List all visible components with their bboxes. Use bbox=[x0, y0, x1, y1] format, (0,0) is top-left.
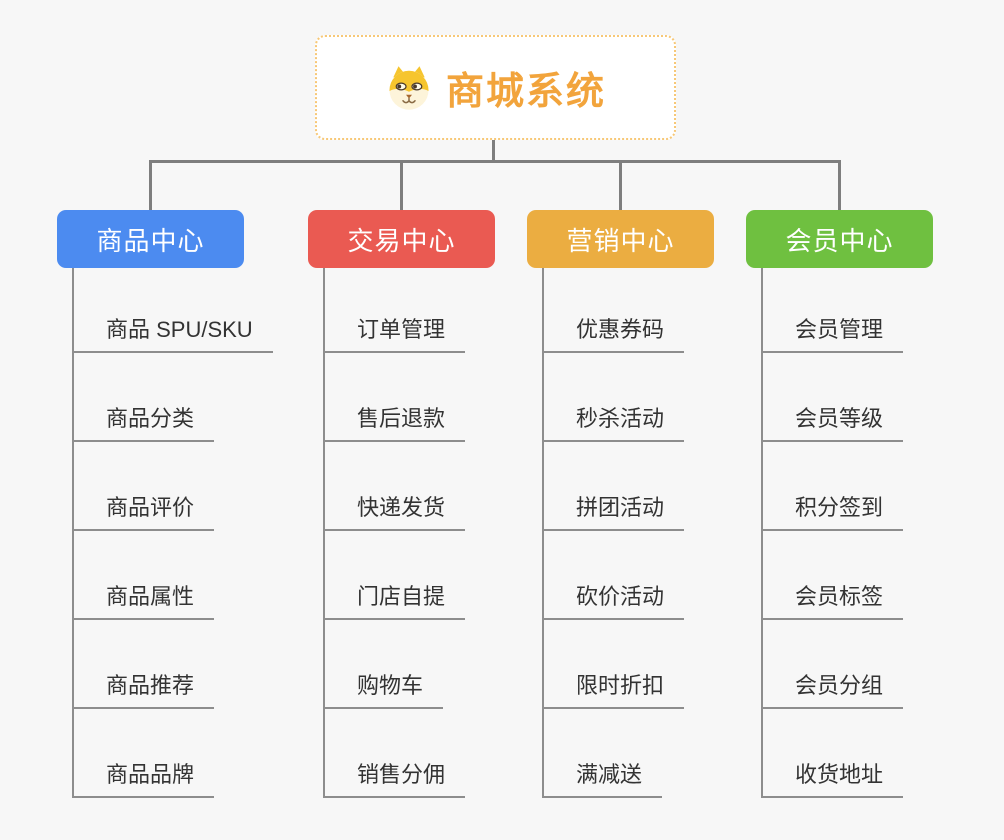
leaf-node[interactable]: 拼团活动 bbox=[544, 490, 685, 531]
branch-leaves: 优惠券码秒杀活动拼团活动砍价活动限时折扣满减送 bbox=[542, 268, 685, 798]
leaf-node[interactable]: 限时折扣 bbox=[544, 668, 685, 709]
dog-face-icon bbox=[389, 65, 429, 110]
leaf-node[interactable]: 售后退款 bbox=[325, 401, 466, 442]
leaf-node[interactable]: 商品推荐 bbox=[74, 668, 215, 709]
branch-leaves: 商品 SPU/SKU 商品分类商品评价商品属性商品推荐商品品牌 bbox=[72, 268, 273, 798]
leaf-row: 购物车 bbox=[325, 620, 465, 709]
connector-root-stem bbox=[492, 140, 495, 163]
branch-header[interactable]: 营销中心 bbox=[527, 210, 714, 268]
branch-header[interactable]: 交易中心 bbox=[308, 210, 495, 268]
leaf-node[interactable]: 销售分佣 bbox=[325, 757, 466, 798]
root-title: 商城系统 bbox=[445, 71, 606, 113]
branch-leaves: 订单管理售后退款快递发货门店自提购物车销售分佣 bbox=[323, 268, 466, 798]
connector-drop bbox=[838, 160, 841, 212]
connector-drop bbox=[149, 160, 152, 212]
branch: 营销中心 优惠券码秒杀活动拼团活动砍价活动限时折扣满减送 bbox=[527, 210, 714, 798]
leaf-node[interactable]: 商品评价 bbox=[74, 490, 215, 531]
leaf-row: 商品评价 bbox=[74, 442, 273, 531]
leaf-row: 商品属性 bbox=[74, 531, 273, 620]
leaf-node[interactable]: 积分签到 bbox=[763, 490, 904, 531]
leaf-row: 会员管理 bbox=[763, 268, 904, 353]
branch: 商品中心 商品 SPU/SKU 商品分类商品评价商品属性商品推荐商品品牌 bbox=[57, 210, 273, 798]
leaf-row: 售后退款 bbox=[325, 353, 466, 442]
leaf-row: 会员等级 bbox=[763, 353, 904, 442]
leaf-node[interactable]: 砍价活动 bbox=[544, 579, 685, 620]
branch-header[interactable]: 商品中心 bbox=[57, 210, 244, 268]
leaf-row: 优惠券码 bbox=[544, 268, 685, 353]
connector-drop bbox=[400, 160, 403, 212]
leaf-row: 会员标签 bbox=[763, 531, 904, 620]
leaf-node[interactable]: 收货地址 bbox=[763, 757, 904, 798]
leaf-row: 满减送 bbox=[544, 709, 684, 798]
branch: 交易中心 订单管理售后退款快递发货门店自提购物车销售分佣 bbox=[308, 210, 495, 798]
leaf-row: 商品分类 bbox=[74, 353, 273, 442]
leaf-node[interactable]: 门店自提 bbox=[325, 579, 466, 620]
leaf-node[interactable]: 购物车 bbox=[325, 668, 444, 709]
leaf-row: 商品 SPU/SKU bbox=[74, 268, 273, 353]
root-node[interactable]: 商城系统 bbox=[315, 35, 676, 140]
branch: 会员中心 会员管理会员等级积分签到会员标签会员分组收货地址 bbox=[746, 210, 933, 798]
leaf-node[interactable]: 商品 SPU/SKU bbox=[74, 312, 273, 353]
leaf-node[interactable]: 秒杀活动 bbox=[544, 401, 685, 442]
leaf-node[interactable]: 商品分类 bbox=[74, 401, 215, 442]
leaf-node[interactable]: 优惠券码 bbox=[544, 312, 685, 353]
leaf-row: 订单管理 bbox=[325, 268, 466, 353]
leaf-row: 快递发货 bbox=[325, 442, 466, 531]
leaf-node[interactable]: 会员标签 bbox=[763, 579, 904, 620]
leaf-node[interactable]: 会员等级 bbox=[763, 401, 904, 442]
leaf-row: 拼团活动 bbox=[544, 442, 685, 531]
leaf-row: 积分签到 bbox=[763, 442, 904, 531]
branch-leaves: 会员管理会员等级积分签到会员标签会员分组收货地址 bbox=[761, 268, 904, 798]
leaf-row: 砍价活动 bbox=[544, 531, 685, 620]
leaf-row: 秒杀活动 bbox=[544, 353, 685, 442]
leaf-row: 会员分组 bbox=[763, 620, 904, 709]
connector-bus bbox=[149, 160, 841, 163]
leaf-node[interactable]: 会员分组 bbox=[763, 668, 904, 709]
leaf-node[interactable]: 订单管理 bbox=[325, 312, 466, 353]
leaf-row: 收货地址 bbox=[763, 709, 904, 798]
leaf-node[interactable]: 会员管理 bbox=[763, 312, 904, 353]
leaf-row: 商品品牌 bbox=[74, 709, 273, 798]
leaf-row: 门店自提 bbox=[325, 531, 466, 620]
leaf-node[interactable]: 商品属性 bbox=[74, 579, 215, 620]
connector-drop bbox=[619, 160, 622, 212]
branch-header[interactable]: 会员中心 bbox=[746, 210, 933, 268]
leaf-row: 商品推荐 bbox=[74, 620, 273, 709]
leaf-node[interactable]: 快递发货 bbox=[325, 490, 466, 531]
leaf-node[interactable]: 满减送 bbox=[544, 757, 663, 798]
leaf-row: 限时折扣 bbox=[544, 620, 685, 709]
leaf-row: 销售分佣 bbox=[325, 709, 466, 798]
leaf-node[interactable]: 商品品牌 bbox=[74, 757, 215, 798]
